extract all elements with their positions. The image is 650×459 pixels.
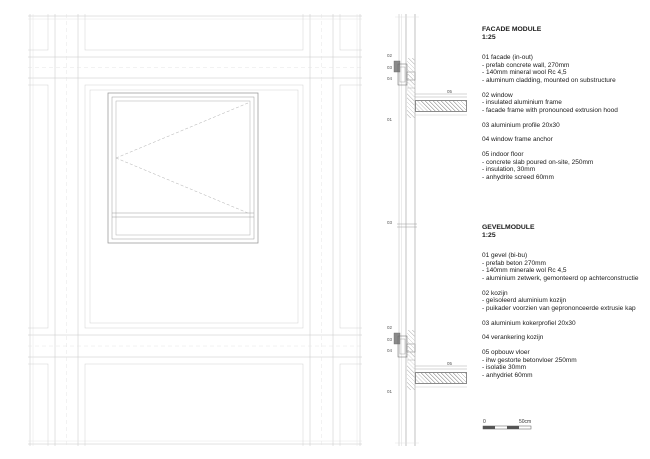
facade-section-drawing: 02 03 04 01 05 03 02 03 04 01 05 (385, 14, 470, 446)
legend-item-sub: - prefab beton 270mm (482, 259, 546, 267)
callout-03-mid: 03 (387, 220, 393, 225)
legend-item-sub: - isolatie 30mm (482, 364, 527, 372)
legend-item-sub: - aluminium zetwerk, gemonteerd op achte… (482, 275, 639, 282)
legend-nl-item-03: 03 aluminium kokerprofiel 20x30 (482, 320, 650, 328)
legend-facade-module: FACADE MODULE 1:25 01 facade (in-out) - … (482, 26, 650, 189)
legend-item-label: 01 gevel (bi-bu) (482, 252, 528, 260)
legend-item-label: 02 kozijn (482, 289, 508, 297)
floor-slab-hatch-top (415, 100, 467, 112)
legend-item-label: 01 facade (in-out) (482, 54, 533, 62)
legend-item-sub: - puikader voorzien van geprononceerde e… (482, 304, 636, 312)
legend-en-scale: 1:25 (482, 34, 496, 42)
legend-nl-item-01: 01 gevel (bi-bu) - prefab beton 270mm - … (482, 252, 650, 283)
legend-item-label: 02 window (482, 91, 513, 99)
legend-item-sub: - aluminum cladding, mounted on substruc… (482, 77, 616, 84)
legend-en-title: FACADE MODULE (482, 26, 542, 33)
module-joint-profile (397, 223, 417, 228)
callout-05-bottom: 05 (447, 361, 453, 366)
legend-item-label: 03 aluminium profile 20x30 (482, 121, 560, 129)
legend-nl-item-04: 04 verankering kozijn (482, 334, 650, 342)
legend-item-label: 04 verankering kozijn (482, 334, 544, 342)
wall-hatch-bottom (406, 330, 415, 390)
extrusion-hood-bottom (393, 332, 401, 345)
scale-bar: 0 50cm (482, 417, 542, 433)
scale-max-label: 50cm (519, 419, 531, 425)
legend-item-label: 05 opbouw vloer (482, 348, 530, 356)
floor-slab-hatch-bottom (415, 372, 467, 384)
legend-nl-item-05: 05 opbouw vloer - ihw gestorte betonvloe… (482, 349, 650, 380)
legend-item-sub: - insulated aluminium frame (482, 99, 562, 107)
callout-03-top: 03 (387, 65, 393, 70)
facade-section-svg (393, 14, 467, 446)
callout-01-top: 01 (387, 117, 393, 122)
legend-en-item-04: 04 window frame anchor (482, 136, 650, 144)
legend-nl-title: GEVELMODULE (482, 224, 535, 231)
scale-zero-label: 0 (483, 419, 486, 425)
callout-02-top: 02 (387, 53, 393, 58)
scale-bar-segment (483, 426, 495, 429)
window-frame (107, 92, 259, 244)
panel-joint-grid-faint (28, 14, 362, 446)
extrusion-hood-top (393, 60, 401, 73)
legend-nl-scale: 1:25 (482, 232, 496, 240)
callout-02-bottom: 02 (387, 325, 393, 330)
wall-hatch-top (406, 58, 415, 118)
callout-05-top: 05 (447, 89, 453, 94)
legend-item-label: 05 indoor floor (482, 150, 524, 158)
scale-bar-segment (507, 426, 519, 429)
legend-item-sub: - geïsoleerd aluminium kozijn (482, 297, 567, 305)
legend-item-sub: - facade frame with pronounced extrusion… (482, 106, 618, 114)
legend-item-sub: - 140mm mineral wool Rc 4,5 (482, 69, 567, 77)
callout-04-bottom: 04 (387, 348, 393, 353)
legend-en-item-02: 02 window - insulated aluminium frame - … (482, 92, 650, 115)
legend-item-sub: - insulation, 30mm (482, 166, 536, 174)
legend-item-label: 03 aluminium kokerprofiel 20x30 (482, 319, 576, 327)
legend-en-item-05: 05 indoor floor - concrete slab poured o… (482, 151, 650, 182)
callout-01-bottom: 01 (387, 389, 393, 394)
panel-inset-rects (28, 14, 362, 446)
legend-item-sub: - concrete slab poured on-site, 250mm (482, 158, 594, 166)
legend-gevelmodule: GEVELMODULE 1:25 01 gevel (bi-bu) - pref… (482, 224, 650, 387)
legend-item-sub: - prefab concrete wall, 270mm (482, 61, 570, 69)
legend-en-item-01: 01 facade (in-out) - prefab concrete wal… (482, 54, 650, 85)
legend-en-item-03: 03 aluminium profile 20x30 (482, 122, 650, 130)
callout-03-bottom: 03 (387, 337, 393, 342)
casement-opening-symbol (115, 102, 249, 214)
legend-item-sub: - anhydrite screed 60mm (482, 173, 554, 181)
legend-item-sub: - 140mm minerale wol Rc 4,5 (482, 267, 567, 275)
facade-elevation-drawing (28, 14, 362, 446)
scale-bar-svg: 0 50cm (482, 419, 532, 430)
legend-item-sub: - anhydriet 60mm (482, 371, 533, 379)
callout-04-top: 04 (387, 76, 393, 81)
panel-joint-grid (28, 14, 362, 446)
legend-item-label: 04 window frame anchor (482, 136, 553, 144)
legend-nl-item-02: 02 kozijn - geïsoleerd aluminium kozijn … (482, 290, 650, 313)
legend-item-sub: - ihw gestorte betonvloer 250mm (482, 356, 577, 364)
facade-elevation-svg (28, 14, 362, 446)
